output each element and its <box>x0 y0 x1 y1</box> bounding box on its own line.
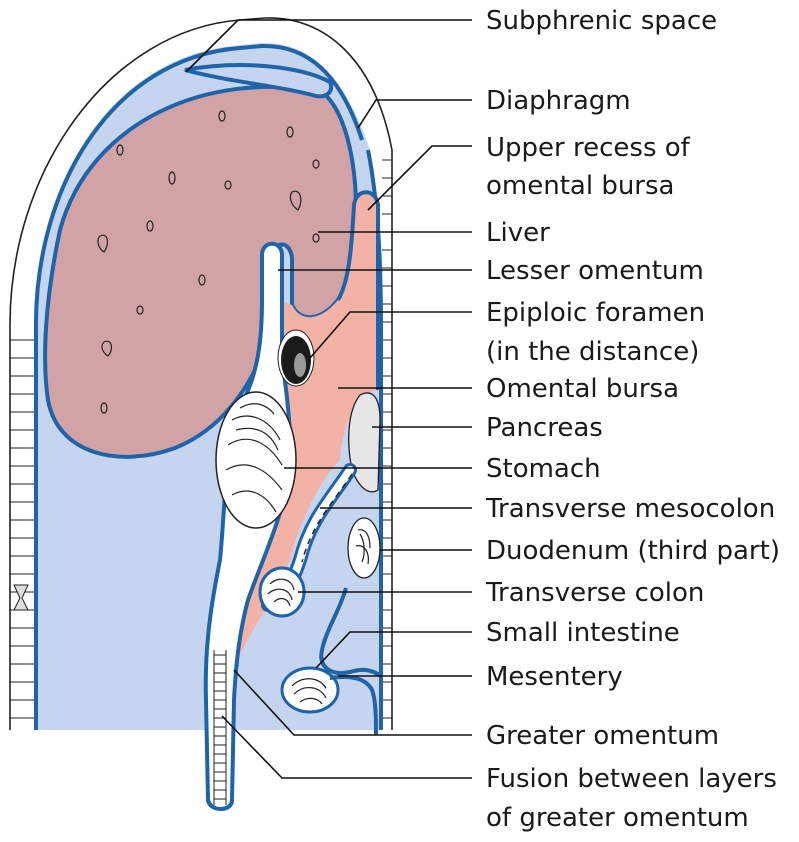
small-intestine-mesentery <box>319 587 383 678</box>
small-intestine <box>280 666 340 714</box>
parietal-peritoneum <box>33 43 364 730</box>
subphrenic-space <box>184 63 333 99</box>
label-epiploic-foramen-line2: (in the distance) <box>486 337 699 367</box>
label-duodenum: Duodenum (third part) <box>486 536 780 566</box>
label-transverse-colon: Transverse colon <box>485 578 704 608</box>
label-upper-recess-line2: omental bursa <box>486 171 674 201</box>
leader-lines <box>185 19 472 779</box>
mesentery-lower <box>329 675 378 736</box>
label-omental-bursa: Omental bursa <box>486 374 679 404</box>
label-diaphragm: Diaphragm <box>486 86 631 116</box>
label-mesentery: Mesentery <box>486 662 623 692</box>
label-stomach: Stomach <box>486 454 601 484</box>
label-epiploic-foramen-line1: Epiploic foramen <box>486 298 705 328</box>
pancreas <box>348 392 381 493</box>
greater-omentum-fusion <box>213 650 227 805</box>
upper-recess-outline <box>336 190 380 390</box>
label-small-intestine: Small intestine <box>486 618 680 648</box>
label-transverse-mesocolon: Transverse mesocolon <box>485 494 775 524</box>
label-greater-omentum: Greater omentum <box>486 721 719 751</box>
duodenum <box>347 517 381 579</box>
label-lesser-omentum: Lesser omentum <box>486 256 704 286</box>
label-fusion-line1: Fusion between layers <box>486 764 777 794</box>
label-subphrenic-space: Subphrenic space <box>486 6 717 36</box>
stomach <box>215 391 297 529</box>
labels: Subphrenic space Diaphragm Upper recess … <box>485 6 780 833</box>
liver-texture <box>97 110 320 414</box>
mesocolon-dashes <box>301 473 353 563</box>
transverse-colon <box>258 566 306 618</box>
label-pancreas: Pancreas <box>486 413 603 443</box>
label-liver: Liver <box>486 218 550 248</box>
label-upper-recess-line1: Upper recess of <box>486 133 691 163</box>
omental-bursa <box>222 192 378 700</box>
epiploic-foramen <box>277 329 315 387</box>
label-fusion-line2: of greater omentum <box>486 803 749 833</box>
omentum-lower-outline <box>206 799 234 811</box>
wall-notch <box>13 584 29 611</box>
